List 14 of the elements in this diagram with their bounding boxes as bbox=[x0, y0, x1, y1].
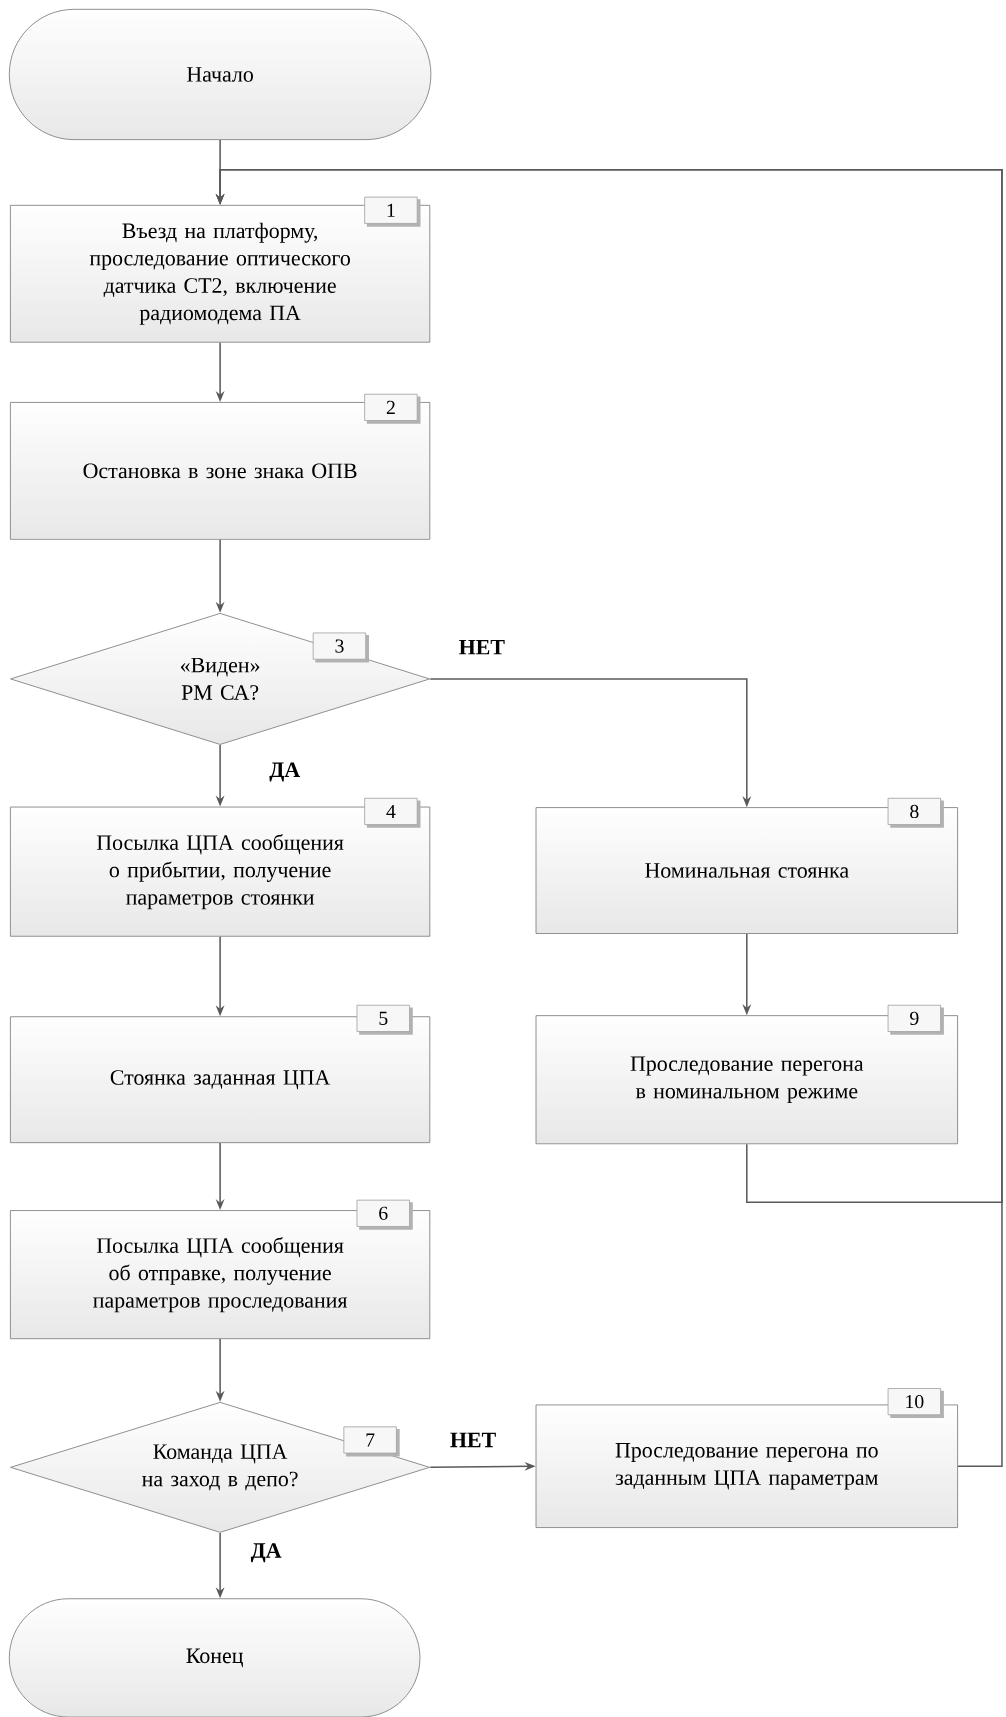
edge-label: НЕТ bbox=[458, 640, 505, 655]
number-tab: 6 bbox=[356, 1199, 413, 1230]
number-tab: 7 bbox=[343, 1426, 400, 1457]
edge-label: ДА bbox=[250, 1543, 282, 1563]
number-tab: 4 bbox=[364, 797, 421, 828]
edge-label: ДА bbox=[269, 762, 300, 782]
number-tab: 9 bbox=[887, 1004, 944, 1035]
number-tab: 10 bbox=[887, 1388, 944, 1419]
number-tab: 3 bbox=[312, 632, 369, 663]
number-tab: 1 bbox=[364, 196, 421, 227]
number-tab: 5 bbox=[356, 1004, 413, 1035]
edge-label: НЕТ bbox=[450, 1432, 496, 1448]
number-tab: 8 bbox=[887, 797, 944, 828]
number-tab: 2 bbox=[364, 393, 421, 424]
